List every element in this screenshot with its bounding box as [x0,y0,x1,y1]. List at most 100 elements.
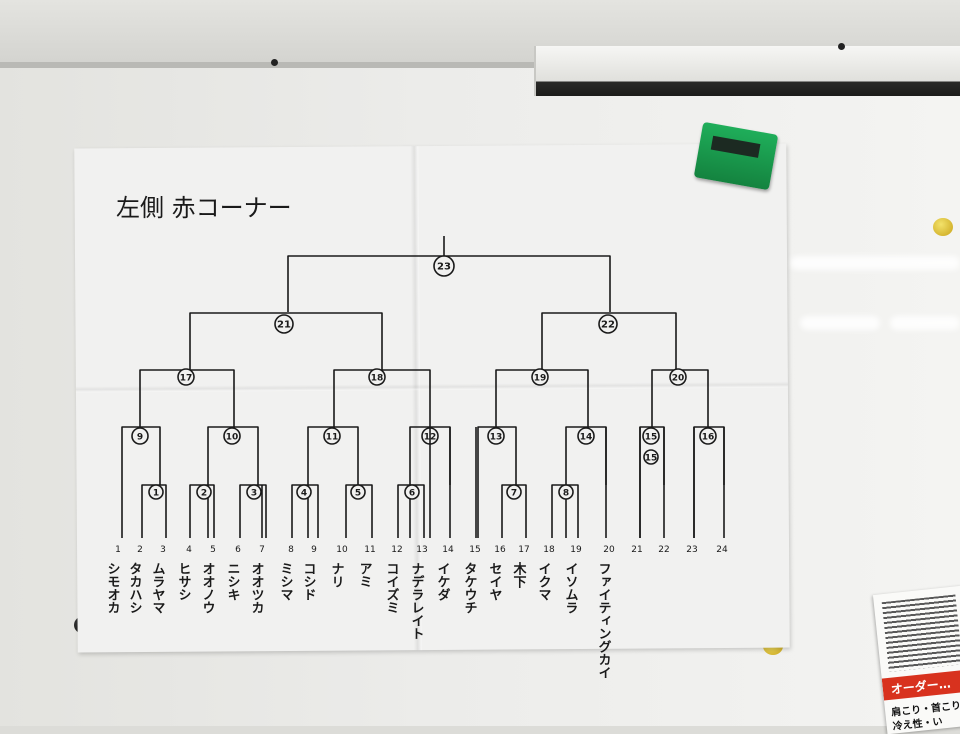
match-number: 15 [645,433,658,443]
competitor-name: ナリ [329,562,344,588]
seed-number: 11 [364,545,375,555]
match-number: 23 [437,262,451,273]
competitor-name: オオツカ [249,562,265,614]
match-circle [404,484,420,500]
match-number: 9 [137,433,143,443]
competitor-name: ファイティングカイ [596,562,612,679]
match-badge-round2: 14 [577,427,595,445]
match-circle [642,427,660,445]
match-badge-round2: 15 [643,449,659,465]
match-circle [558,484,574,500]
final-bracket [287,255,611,312]
match-number: 7 [511,489,517,499]
match-badge-round1: 1 [148,484,164,500]
match-badge-round1: 8 [558,484,574,500]
competitor-name: 木下 [511,561,528,589]
seed-number: 2 [137,545,143,555]
seed-number: 19 [570,545,582,555]
match-circle [577,427,595,445]
semi-bracket [541,312,677,370]
match-badge-quarter: 18 [368,368,386,386]
light-glare [890,316,960,330]
match-badge-quarter: 19 [531,368,549,386]
match-badge-quarter: 17 [177,368,195,386]
seed-number: 15 [469,545,480,555]
match-number: 1 [153,489,159,499]
seed-number: 6 [235,545,241,555]
board-screw [838,43,845,50]
competitor-name: イクマ [536,562,552,601]
competitor-name: ヒサシ [176,562,192,601]
match-circle [196,484,212,500]
match-number: 22 [601,320,615,331]
match-number: 15 [645,454,658,464]
match-circle [368,368,386,386]
match-number: 2 [201,489,207,499]
match-badge-round2: 11 [323,427,341,445]
match-circle [669,368,687,386]
match-badge-round1: 7 [506,484,522,500]
match-circle [246,484,262,500]
match-badge-round1: 4 [296,484,312,500]
yellow-magnet [933,218,953,236]
competitor-name: オオノウ [200,562,216,614]
match-number: 13 [490,433,503,443]
competitor-name: イケダ [435,562,451,601]
competitor-name: コシド [301,562,316,601]
seed-number: 3 [160,545,166,555]
match-number: 16 [702,433,715,443]
match-badge-round2: 9 [131,427,149,445]
match-number: 18 [371,374,384,384]
seed-number: 16 [494,545,506,555]
match-circle [296,484,312,500]
match-circle [506,484,522,500]
match-circle [643,449,659,465]
match-circle [274,314,294,334]
seed-number: 20 [603,545,615,555]
seed-number: 12 [391,545,402,555]
match-badge-round1: 5 [350,484,366,500]
competitor-name: ニシキ [225,562,240,601]
round2-bracket [121,426,161,538]
match-badge-semi: 22 [598,314,618,334]
match-circle [531,368,549,386]
match-circle [323,427,341,445]
seed-number: 1 [115,545,121,555]
competitor-name: アミ [357,562,372,588]
semi-bracket [189,312,383,370]
match-badge-quarter: 20 [669,368,687,386]
match-badge-round2: 13 [487,427,505,445]
seed-number: 17 [518,545,529,555]
competitor-name: タカハシ [127,562,143,614]
match-number: 11 [326,433,339,443]
round2-bracket [477,426,517,538]
match-badge-round2: 16 [699,427,717,445]
match-badge-round1: 6 [404,484,420,500]
seed-number: 9 [311,545,317,555]
seed-number: 4 [186,545,192,555]
match-circle [433,255,455,277]
match-circle [487,427,505,445]
match-circle [131,427,149,445]
competitor-name: タケウチ [462,562,478,614]
match-badge-round2: 15 [642,427,660,445]
seed-number: 24 [716,545,728,555]
seed-number: 10 [336,545,348,555]
match-badge-semi: 21 [274,314,294,334]
competitor-name: コイズミ [384,562,400,614]
match-number: 19 [534,374,547,384]
seed-number: 5 [210,545,216,555]
match-badge-round2: 10 [223,427,241,445]
competitor-name: ナデラレイト [409,562,425,640]
match-badge-round1: 2 [196,484,212,500]
match-number: 14 [580,433,593,443]
competitor-name: イソムラ [563,562,579,614]
match-badge-final: 23 [433,255,455,277]
match-number: 6 [409,489,415,499]
board-screw [271,59,278,66]
match-circle [350,484,366,500]
match-badge-round1: 3 [246,484,262,500]
marker-tray [534,46,960,96]
